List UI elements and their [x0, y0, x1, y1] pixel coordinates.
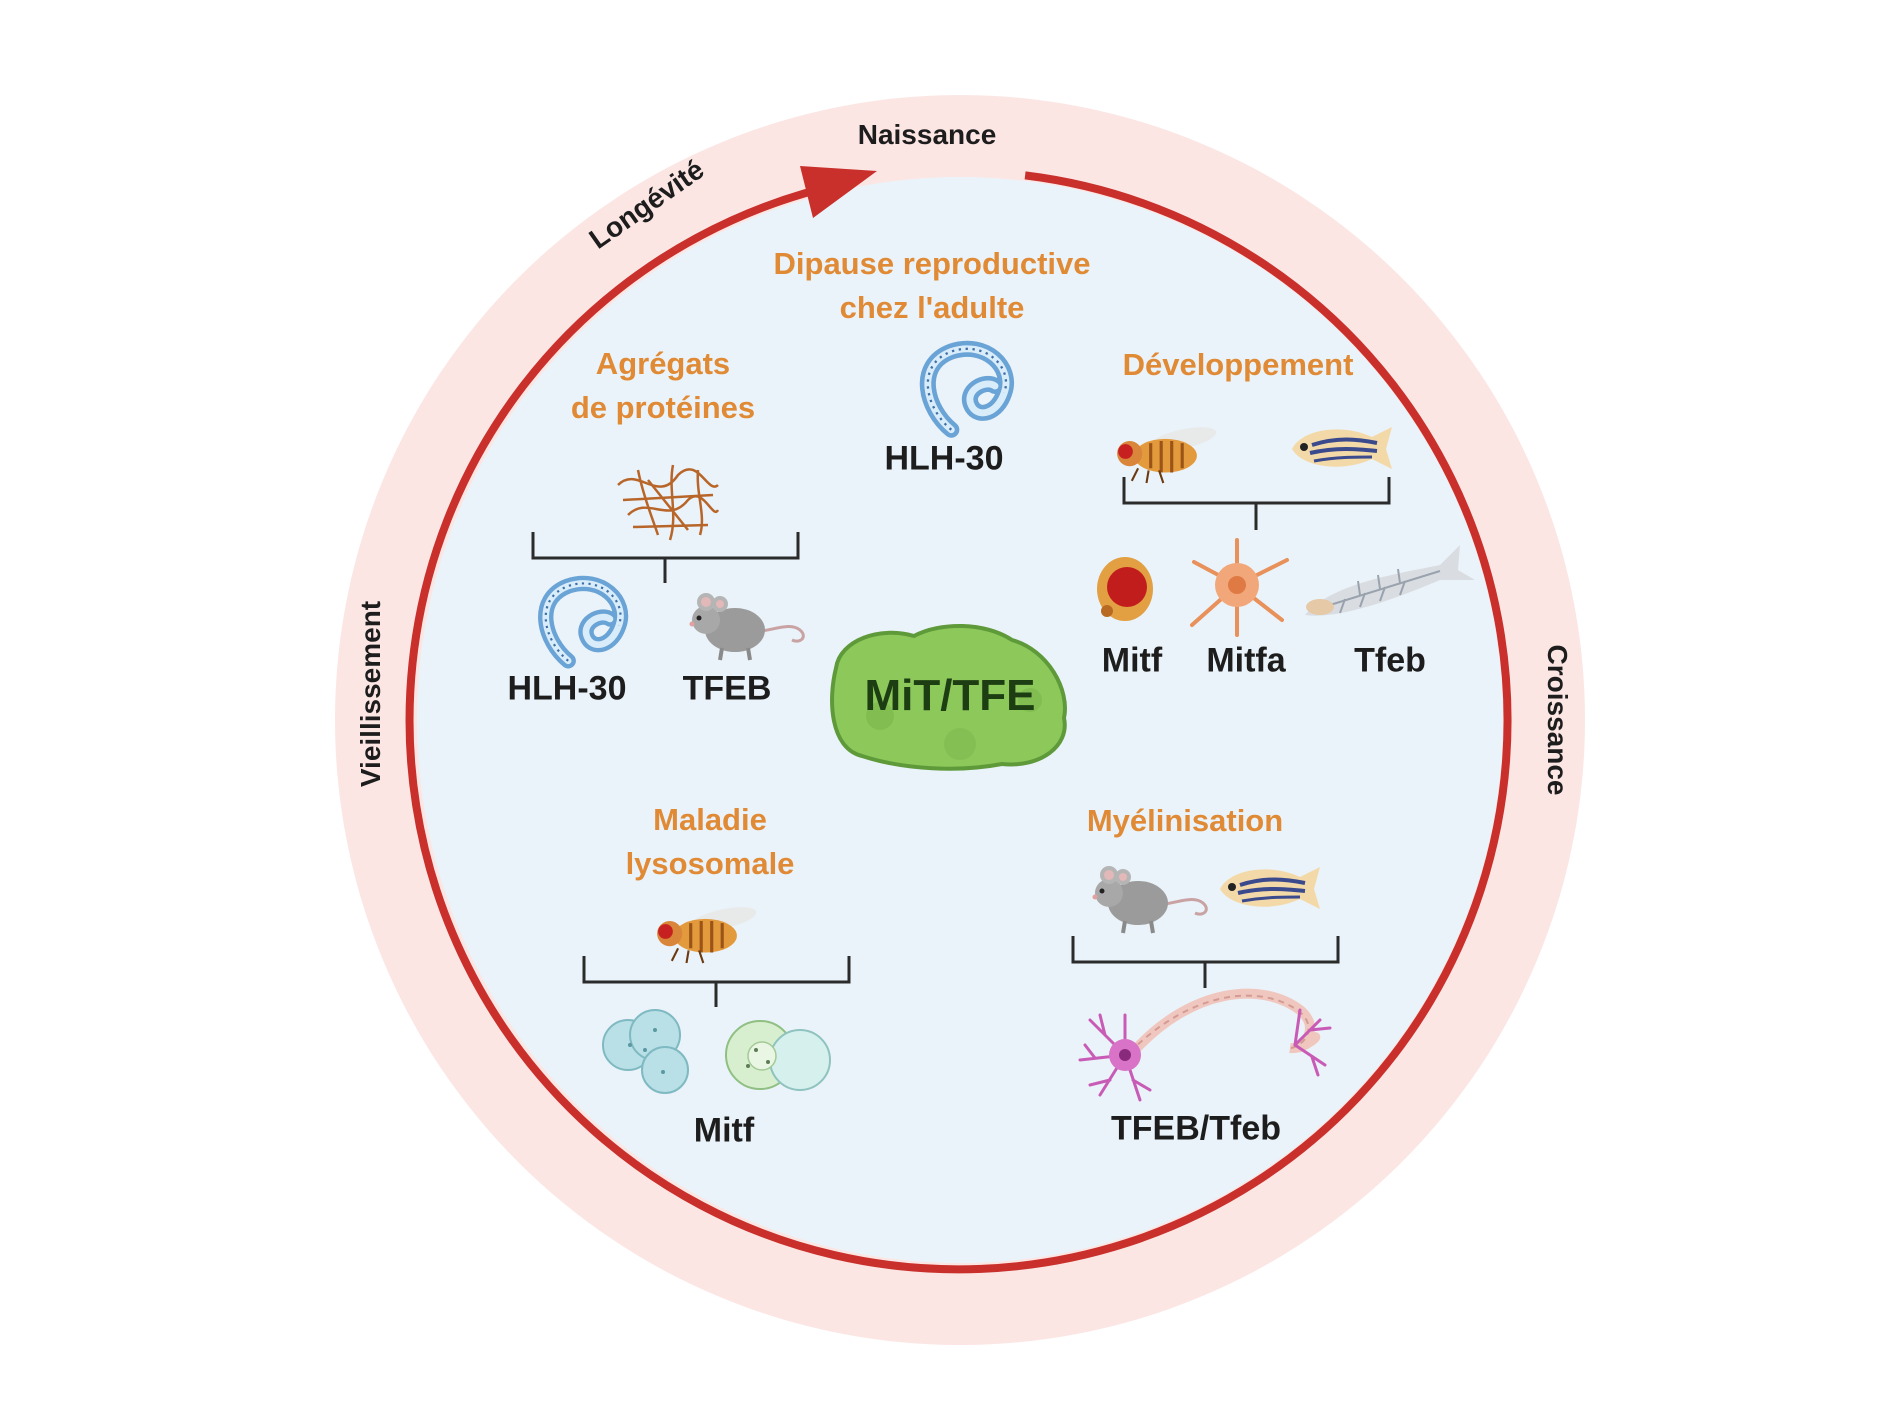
myelination-bracket: [1071, 936, 1340, 988]
cells-icon: [602, 1009, 689, 1094]
development-bracket: [1122, 477, 1391, 530]
gene-tfeb-myelination: TFEB/Tfeb: [1111, 1109, 1281, 1148]
diapause-category-label: Dipause reproductive chez l'adulte: [774, 242, 1091, 330]
myelination-label-line1: Myélinisation: [1086, 803, 1284, 838]
gene-mitfa-development: Mitfa: [1206, 641, 1286, 680]
mit-tfe-hub: [830, 623, 1067, 771]
myelination-category-label: Myélinisation: [1087, 799, 1283, 843]
dividing-cell-icon: [725, 1020, 831, 1091]
diapause-label-line1: Dipause reproductive: [773, 246, 1091, 281]
zebrafish-skeleton-icon: [1305, 545, 1475, 616]
diapause-label-line2: chez l'adulte: [839, 290, 1025, 325]
aggregates-category-label: Agrégats de protéines: [571, 342, 755, 430]
growth-label: Croissance: [1542, 645, 1573, 796]
gene-tfeb-aggregates: TFEB: [682, 669, 772, 708]
lysosomal-bracket: [582, 956, 851, 1007]
cycle-arrowhead: [800, 166, 877, 218]
melanocyte-icon: [1190, 538, 1289, 637]
gene-hlh30-aggregates: HLH-30: [507, 669, 627, 708]
gene-mitf-lysosomal: Mitf: [693, 1111, 755, 1150]
birth-label: Naissance: [857, 119, 997, 150]
aging-label: Vieillissement: [355, 601, 386, 787]
lysosomal-label-line2: lysosomale: [625, 846, 795, 881]
lysosomal-label-line1: Maladie: [653, 802, 767, 837]
fly-eye-icon: [1097, 557, 1153, 621]
life-cycle-line: [405, 171, 1512, 1274]
hub-label: MiT/TFE: [864, 671, 1035, 720]
gene-hlh30-diapause: HLH-30: [884, 439, 1004, 478]
protein-aggregate-icon: [617, 464, 720, 541]
gene-tfeb-development: Tfeb: [1354, 641, 1426, 680]
development-category-label: Développement: [1123, 343, 1354, 387]
aggregates-label-line1: Agrégats: [595, 346, 731, 381]
aggregates-label-line2: de protéines: [570, 390, 756, 425]
development-label-line1: Développement: [1122, 347, 1354, 382]
gene-mitf-development: Mitf: [1101, 641, 1163, 680]
lysosomal-category-label: Maladie lysosomale: [626, 798, 795, 886]
neuron-icon: [1078, 988, 1332, 1102]
aggregates-bracket: [531, 532, 800, 583]
